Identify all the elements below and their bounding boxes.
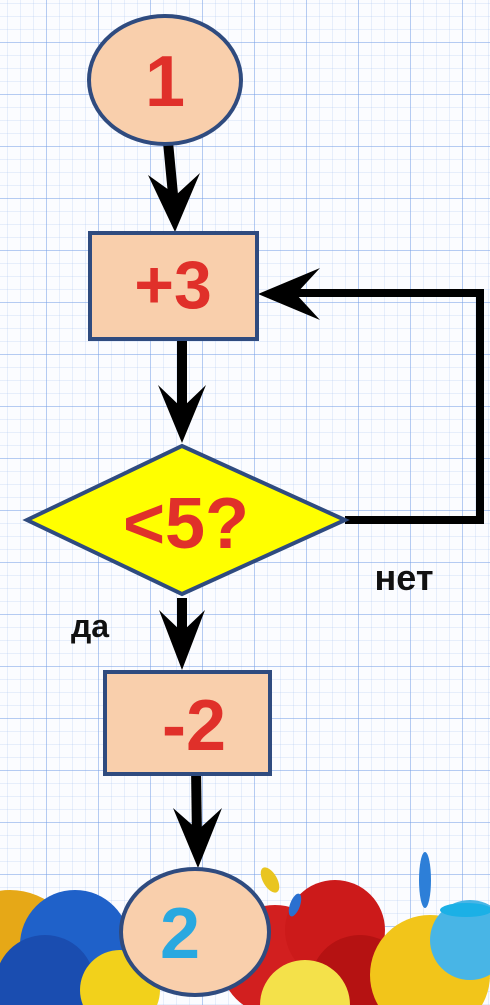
add-node: +3 (88, 231, 259, 341)
arrow-loop-no (290, 289, 484, 524)
start-node: 1 (87, 14, 243, 146)
end-node: 2 (119, 867, 271, 997)
subtract-label: -2 (162, 686, 226, 766)
arrows (148, 141, 484, 868)
no-label: нет (375, 557, 434, 598)
arrowhead-loop (258, 268, 320, 320)
condition-node: <5? (22, 443, 350, 597)
start-label: 1 (145, 42, 185, 122)
yes-label: да (71, 608, 109, 644)
arrow-subtract-to-end (191, 766, 202, 841)
arrowhead-subtract (159, 610, 205, 670)
subtract-node: -2 (103, 670, 272, 776)
arrowhead-condition (158, 385, 206, 443)
arrowhead-end (173, 808, 222, 868)
arrowhead-add (148, 173, 200, 232)
decorative-flowers (0, 852, 490, 1005)
condition-label: <5? (123, 484, 249, 564)
end-label: 2 (160, 894, 200, 974)
add-label: +3 (134, 247, 212, 323)
